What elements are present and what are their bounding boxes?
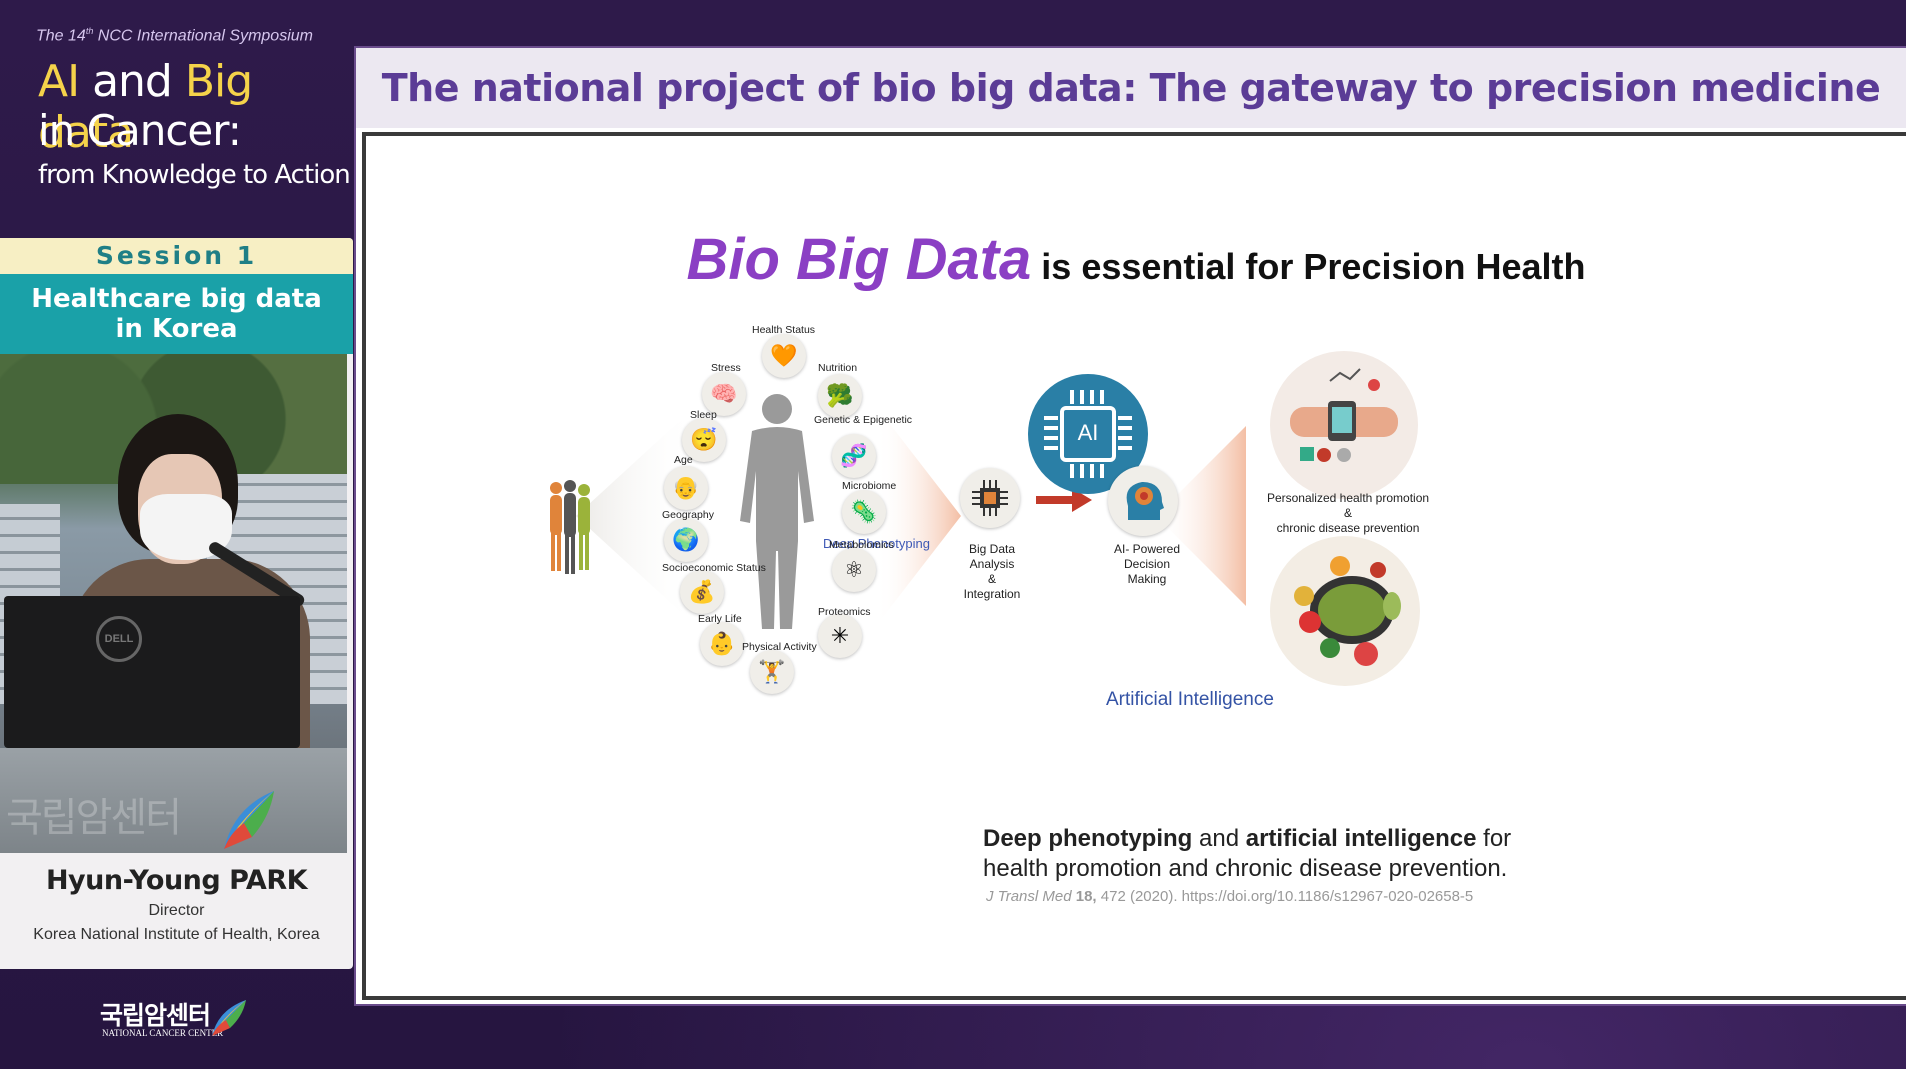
brain-icon: 🧠 xyxy=(702,372,746,416)
session-title: Healthcare big data in Korea xyxy=(0,274,353,354)
sleep-icon: 😴 xyxy=(682,418,726,462)
healthy-food-icon xyxy=(1270,536,1420,686)
slide-content: Bio Big Data is essential for Precision … xyxy=(362,132,1906,1000)
microbiome-icon: 🦠 xyxy=(842,490,886,534)
diagram-fans xyxy=(576,406,1246,626)
label-age: Age xyxy=(674,454,693,466)
session-title-line1: Healthcare big data xyxy=(31,284,322,314)
human-silhouette-icon xyxy=(740,394,814,629)
label-genetic-epigenetic: Genetic & Epigenetic xyxy=(814,414,913,426)
label-nutrition: Nutrition xyxy=(818,362,858,374)
left-panel: The 14th NCC International Symposium AI … xyxy=(0,0,354,1069)
ncc-mark-icon xyxy=(212,1000,246,1036)
monitor xyxy=(4,596,300,748)
dna-icon: 🧬 xyxy=(832,434,876,478)
phenotyping-diagram: Deep Phenotyping 🧡 Health Status 🧠 Stres… xyxy=(366,136,1906,996)
slide-headline: Bio Big Data is essential for Precision … xyxy=(366,226,1906,293)
ncc-podium-logo-icon xyxy=(224,791,274,849)
globe-icon: 🌍 xyxy=(664,518,708,562)
deep-phenotyping-label: Deep Phenotyping xyxy=(823,536,930,551)
ai-chip-text: AI xyxy=(1077,420,1099,445)
podium-text: 국립암센터 xyxy=(6,795,182,841)
slide-frame: The national project of bio big data: Th… xyxy=(354,46,1906,1006)
label-geography: Geography xyxy=(662,509,714,521)
headline-rest: is essential for Precision Health xyxy=(1031,246,1586,287)
wearable-health-icon xyxy=(1270,351,1418,499)
podium xyxy=(0,748,347,853)
label-metabolomics: Metabolomics xyxy=(829,539,894,551)
population-icon xyxy=(550,480,590,574)
outcome-label: Personalized health promotion&chronic di… xyxy=(1266,491,1430,535)
slide-title: The national project of bio big data: Th… xyxy=(381,66,1881,110)
session-title-line2: in Korea xyxy=(115,314,238,344)
symposium-edition: The 14th NCC International Symposium xyxy=(36,26,313,45)
ai-head-icon xyxy=(1108,466,1178,536)
slide-header: The national project of bio big data: Th… xyxy=(356,48,1906,128)
artificial-intelligence-label: Artificial Intelligence xyxy=(1106,689,1274,710)
speaker-name: Hyun-Young PARK xyxy=(45,865,308,896)
proteomics-icon: ✳ xyxy=(818,614,862,658)
heart-icon: 🧡 xyxy=(762,334,806,378)
speaker-video: DELL 국립암센터 xyxy=(0,354,347,853)
ai-chip-icon xyxy=(1028,374,1148,494)
label-sleep: Sleep xyxy=(690,409,717,421)
speaker-organization: Korea National Institute of Health, Kore… xyxy=(33,926,320,943)
metabolomics-icon: ⚛ xyxy=(832,548,876,592)
speaker-role: Director xyxy=(148,902,205,919)
dell-logo: DELL xyxy=(96,616,142,662)
ncc-footer-logo: 국립암센터 NATIONAL CANCER CENTER xyxy=(100,996,260,1044)
session-card: Session 1 Healthcare big data in Korea D… xyxy=(0,238,353,969)
ncc-korean-name: 국립암센터 xyxy=(100,1001,211,1030)
label-physical-activity: Physical Activity xyxy=(742,641,817,653)
nutrition-icon: 🥦 xyxy=(818,374,862,418)
arrow-right-icon xyxy=(1036,488,1092,512)
citation: J Transl Med 18, 472 (2020). https://doi… xyxy=(986,888,1474,905)
money-bag-icon: 💰 xyxy=(680,570,724,614)
session-label: Session 1 xyxy=(0,238,353,274)
slide-caption: Deep phenotyping and artificial intellig… xyxy=(983,825,1512,882)
big-data-chip-icon xyxy=(960,468,1020,528)
big-data-analysis-label: Big Data Analysis&Integration xyxy=(963,542,1021,601)
ncc-english-name: NATIONAL CANCER CENTER xyxy=(102,1028,224,1038)
label-early-life: Early Life xyxy=(698,613,742,625)
age-icon: 👴 xyxy=(664,466,708,510)
label-stress: Stress xyxy=(711,362,741,374)
label-health-status: Health Status xyxy=(752,324,816,336)
symposium-title-line1: AI and Big data xyxy=(38,56,253,158)
symposium-title-line3: from Knowledge to Action xyxy=(38,160,351,190)
label-proteomics: Proteomics xyxy=(818,606,871,618)
baby-icon: 👶 xyxy=(700,622,744,666)
label-socioeconomic: Socioeconomic Status xyxy=(662,562,766,574)
label-microbiome: Microbiome xyxy=(842,480,897,492)
symposium-title-line2: in Cancer: xyxy=(38,106,242,155)
headline-bio-big-data: Bio Big Data xyxy=(686,227,1032,292)
dumbbell-icon: 🏋 xyxy=(750,650,794,694)
